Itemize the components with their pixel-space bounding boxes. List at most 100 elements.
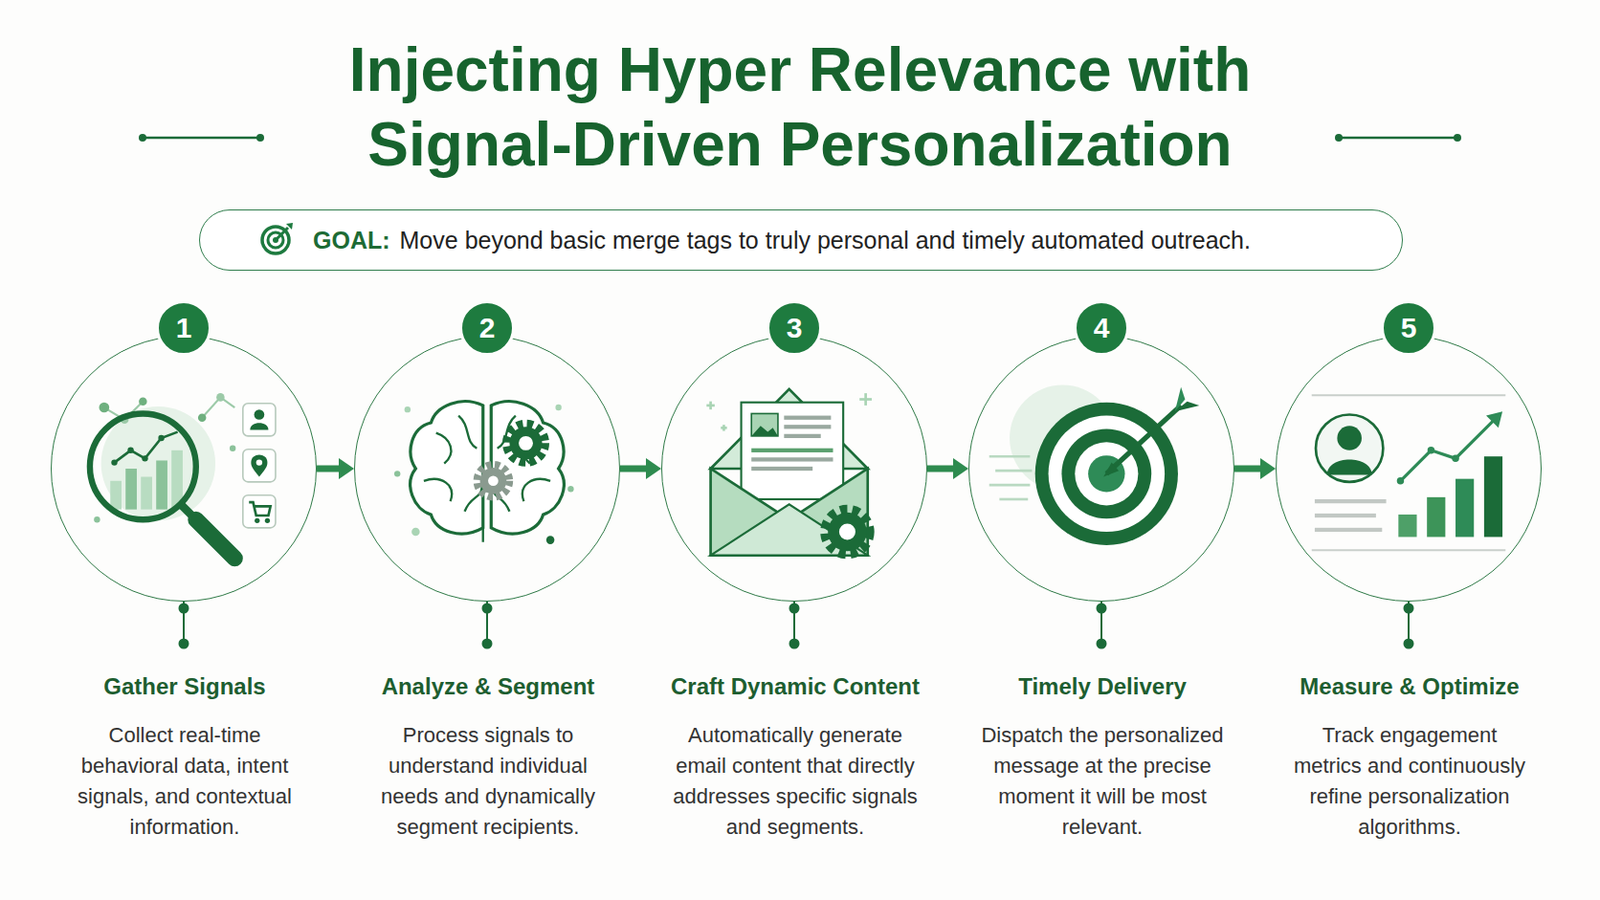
- email-icon: [783, 416, 831, 421]
- signals-icon: [216, 393, 225, 402]
- email-icon: [751, 457, 833, 462]
- step-badge: 3: [766, 300, 823, 356]
- step-number: 5: [1400, 313, 1418, 343]
- stem-line: [790, 640, 800, 649]
- title-rule: [1338, 136, 1458, 140]
- email-icon: [751, 425, 778, 437]
- arrow-shaft: [620, 466, 650, 473]
- email-icon: [720, 426, 727, 430]
- target-icon: [1175, 401, 1200, 413]
- step-circle: Timely DeliveryDispatch the personalized…: [968, 335, 1235, 602]
- email-icon: [711, 504, 868, 556]
- email-icon: [706, 393, 872, 431]
- step-description: Track engagement metrics and continuousl…: [1289, 720, 1530, 844]
- analytics-icon: [1397, 477, 1404, 485]
- arrow-head: [338, 458, 355, 480]
- step-heading: Craft Dynamic Content: [632, 672, 958, 702]
- target-icon: [995, 469, 1032, 473]
- analytics-icon: [1400, 420, 1494, 482]
- signals-icon: [249, 422, 268, 430]
- signals-icon: [254, 518, 260, 524]
- brain-icon: [411, 528, 421, 537]
- analytics-icon: [1311, 395, 1507, 551]
- signals-icon: [99, 402, 111, 414]
- email-icon: [839, 524, 856, 541]
- arrow-head: [953, 458, 969, 480]
- stem-line: [483, 640, 492, 649]
- step-number: 3: [786, 313, 803, 343]
- step-heading: Gather Signals: [22, 672, 348, 702]
- arrow-shaft: [1234, 466, 1265, 473]
- analytics-icon: [1314, 499, 1387, 504]
- analytics-icon: [1315, 415, 1383, 483]
- brain-icon: [497, 416, 516, 449]
- email-icon: [706, 389, 872, 556]
- step-badge: 4: [1073, 300, 1130, 356]
- analytics-icon: [1398, 514, 1417, 537]
- target-icon: [989, 484, 1031, 488]
- email-icon: [741, 402, 845, 500]
- signals-icon: [254, 409, 266, 421]
- email-icon: [751, 466, 813, 471]
- brain-icon: [491, 487, 510, 512]
- brain-icon: [476, 465, 510, 498]
- signals-icon: [198, 413, 207, 423]
- email-icon: [722, 424, 726, 431]
- signals-icon: [89, 413, 197, 520]
- stem-line: [182, 601, 185, 645]
- stem-line: [179, 601, 1414, 649]
- signals-icon: [101, 406, 216, 521]
- analytics-icon: [1327, 459, 1373, 475]
- signals-icon: [155, 460, 168, 510]
- brain-icon: [546, 535, 556, 545]
- target-icon: [1103, 463, 1119, 478]
- brain-icon: [555, 404, 561, 411]
- email-icon: [827, 512, 867, 553]
- signals-icon: [250, 455, 267, 478]
- signals-icon: [229, 444, 236, 451]
- signals-icon: [180, 504, 193, 516]
- arrow-shaft: [927, 466, 957, 473]
- target-icon: [1088, 455, 1125, 492]
- flow-arrow: [927, 458, 969, 480]
- step-description: Process signals to understand individual…: [368, 720, 608, 844]
- title-rule: [1453, 133, 1462, 142]
- analytics-icon: [1311, 549, 1507, 552]
- step-circle: Gather SignalsCollect real-time behavior…: [50, 335, 317, 602]
- brain-icon: [522, 479, 551, 502]
- diagram-title: Injecting Hyper Relevance with Signal-Dr…: [244, 32, 1356, 182]
- stem-line: [1097, 640, 1107, 649]
- flow-arrow: [620, 458, 662, 480]
- email-icon: [783, 434, 821, 439]
- analytics-icon: [1426, 497, 1445, 538]
- target-icon: [1106, 405, 1181, 474]
- goal-label: GOAL:: [312, 226, 391, 255]
- brain-icon: [423, 479, 452, 502]
- brain-icon: [476, 465, 510, 498]
- signals-icon: [111, 459, 117, 466]
- email-icon: [711, 468, 868, 556]
- analytics-icon: [1484, 456, 1503, 537]
- stem-line: [793, 601, 796, 645]
- signals-icon: [157, 435, 164, 442]
- analytics-icon: [1311, 394, 1507, 397]
- stem-line: [179, 640, 189, 649]
- stem-line: [1097, 604, 1107, 614]
- step-circle: Measure & OptimizeTrack engagement metri…: [1275, 335, 1542, 602]
- brain-icon: [509, 426, 542, 460]
- brain-icon: [567, 486, 574, 492]
- brain-icon: [465, 487, 483, 512]
- brain-icon: [423, 416, 551, 543]
- signals-icon: [243, 495, 276, 529]
- email-icon: [824, 510, 870, 556]
- signals-icon: [120, 416, 130, 425]
- email-icon: [783, 424, 831, 429]
- stem-line: [1407, 601, 1410, 645]
- brain-icon: [518, 436, 534, 451]
- title-rule: [138, 133, 147, 142]
- stem-line: [1100, 601, 1103, 645]
- stem-line: [1404, 640, 1414, 649]
- step-number: 1: [176, 313, 193, 343]
- step-heading: Measure & Optimize: [1246, 672, 1573, 702]
